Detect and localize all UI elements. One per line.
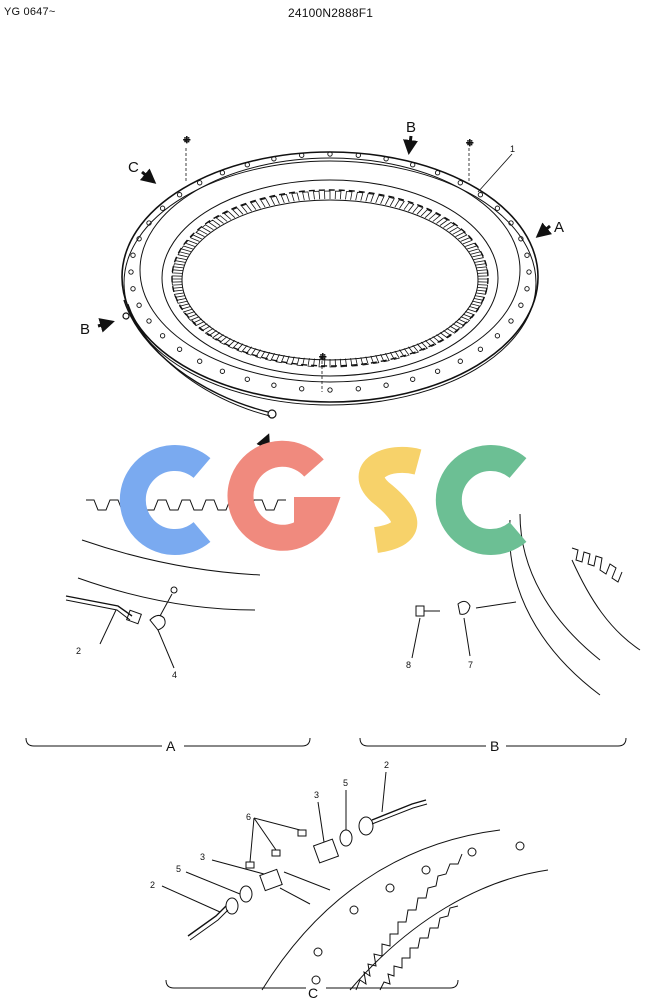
view-a-marker-right: A xyxy=(554,219,564,236)
bolt-hole xyxy=(518,236,524,242)
wm-letter-c2 xyxy=(435,445,527,555)
cgsc-watermark-logo xyxy=(119,440,527,555)
bolt-hole xyxy=(526,269,532,275)
bolt-hole xyxy=(299,152,305,158)
part-number: 24100N2888F1 xyxy=(288,6,374,20)
bolt-hole xyxy=(197,358,203,364)
bolt-hole xyxy=(327,387,333,393)
bolt-hole xyxy=(494,205,501,211)
view-b-marker-left: B xyxy=(80,321,90,338)
callout-1: 1 xyxy=(510,144,515,154)
wm-letter-s xyxy=(358,446,422,553)
bolt-hole xyxy=(524,286,530,292)
callout-6: 6 xyxy=(246,812,251,822)
model-range: YG 0647~ xyxy=(4,6,56,18)
bolt-hole xyxy=(355,152,361,158)
center-marks: ⁜ ⁜ ⁜ xyxy=(183,135,474,392)
bolt-hole xyxy=(410,162,416,168)
callout-5-lower: 5 xyxy=(176,864,181,874)
bolt-hole xyxy=(518,302,524,308)
section-label-b: B xyxy=(490,738,499,754)
wm-letter-g xyxy=(227,440,341,551)
bolt-hole xyxy=(244,162,250,168)
bolt-hole xyxy=(477,192,484,198)
bolt-hole xyxy=(176,192,183,198)
bolt-hole xyxy=(130,286,136,292)
callout-2-c-lower: 2 xyxy=(150,880,155,890)
bolt-hole xyxy=(136,302,142,308)
bolt-hole xyxy=(159,205,166,211)
svg-text:⁜: ⁜ xyxy=(466,138,474,148)
bolt-hole xyxy=(434,368,441,374)
svg-text:⁜: ⁜ xyxy=(319,352,327,362)
bolt-hole xyxy=(457,358,463,364)
section-label-a: A xyxy=(166,738,176,754)
bolt-hole xyxy=(524,252,530,258)
bolt-hole xyxy=(457,180,463,186)
bolt-hole xyxy=(219,170,226,176)
bolt-hole xyxy=(508,318,514,324)
bolt-hole xyxy=(219,368,226,374)
view-c-marker: C xyxy=(128,159,139,176)
section-brackets-ab xyxy=(25,737,627,747)
bolt-hole xyxy=(383,156,389,162)
bolt-hole xyxy=(355,386,361,392)
bolt-hole xyxy=(271,382,277,388)
svg-text:⁜: ⁜ xyxy=(183,135,191,145)
callout-5-upper: 5 xyxy=(343,778,348,788)
bolt-hole xyxy=(494,333,501,339)
view-arrows xyxy=(97,135,553,451)
detail-c xyxy=(161,771,549,991)
bolt-hole xyxy=(477,346,484,352)
bolt-hole xyxy=(146,318,152,324)
callout-7: 7 xyxy=(468,660,473,670)
callout-3-lower: 3 xyxy=(200,852,205,862)
bolt-hole xyxy=(410,376,416,382)
bolt-hole xyxy=(128,269,134,275)
wm-letter-c1 xyxy=(119,445,211,555)
section-bracket-c xyxy=(165,979,459,989)
bolt-hole xyxy=(146,220,152,226)
bolt-hole xyxy=(197,180,203,186)
bolt-hole xyxy=(244,376,250,382)
section-label-c: C xyxy=(308,985,318,1000)
bolt-holes xyxy=(128,151,532,393)
callout-8: 8 xyxy=(406,660,411,670)
bolt-hole xyxy=(299,386,305,392)
bolt-hole xyxy=(383,382,389,388)
bolt-hole xyxy=(508,220,514,226)
callout-3-upper: 3 xyxy=(314,790,319,800)
bolt-hole xyxy=(434,170,441,176)
view-b-marker-top: B xyxy=(406,119,416,136)
callout-2-c-upper: 2 xyxy=(384,760,389,770)
swing-bearing-ring xyxy=(121,151,539,419)
callout-2-a: 2 xyxy=(76,646,81,656)
callout-4: 4 xyxy=(172,670,177,680)
bolt-hole xyxy=(130,252,136,258)
bolt-hole xyxy=(327,151,333,157)
bolt-hole xyxy=(271,156,277,162)
ring-gear-teeth xyxy=(171,190,489,368)
bolt-hole xyxy=(159,333,166,339)
bolt-hole xyxy=(176,346,183,352)
bolt-hole xyxy=(136,236,142,242)
